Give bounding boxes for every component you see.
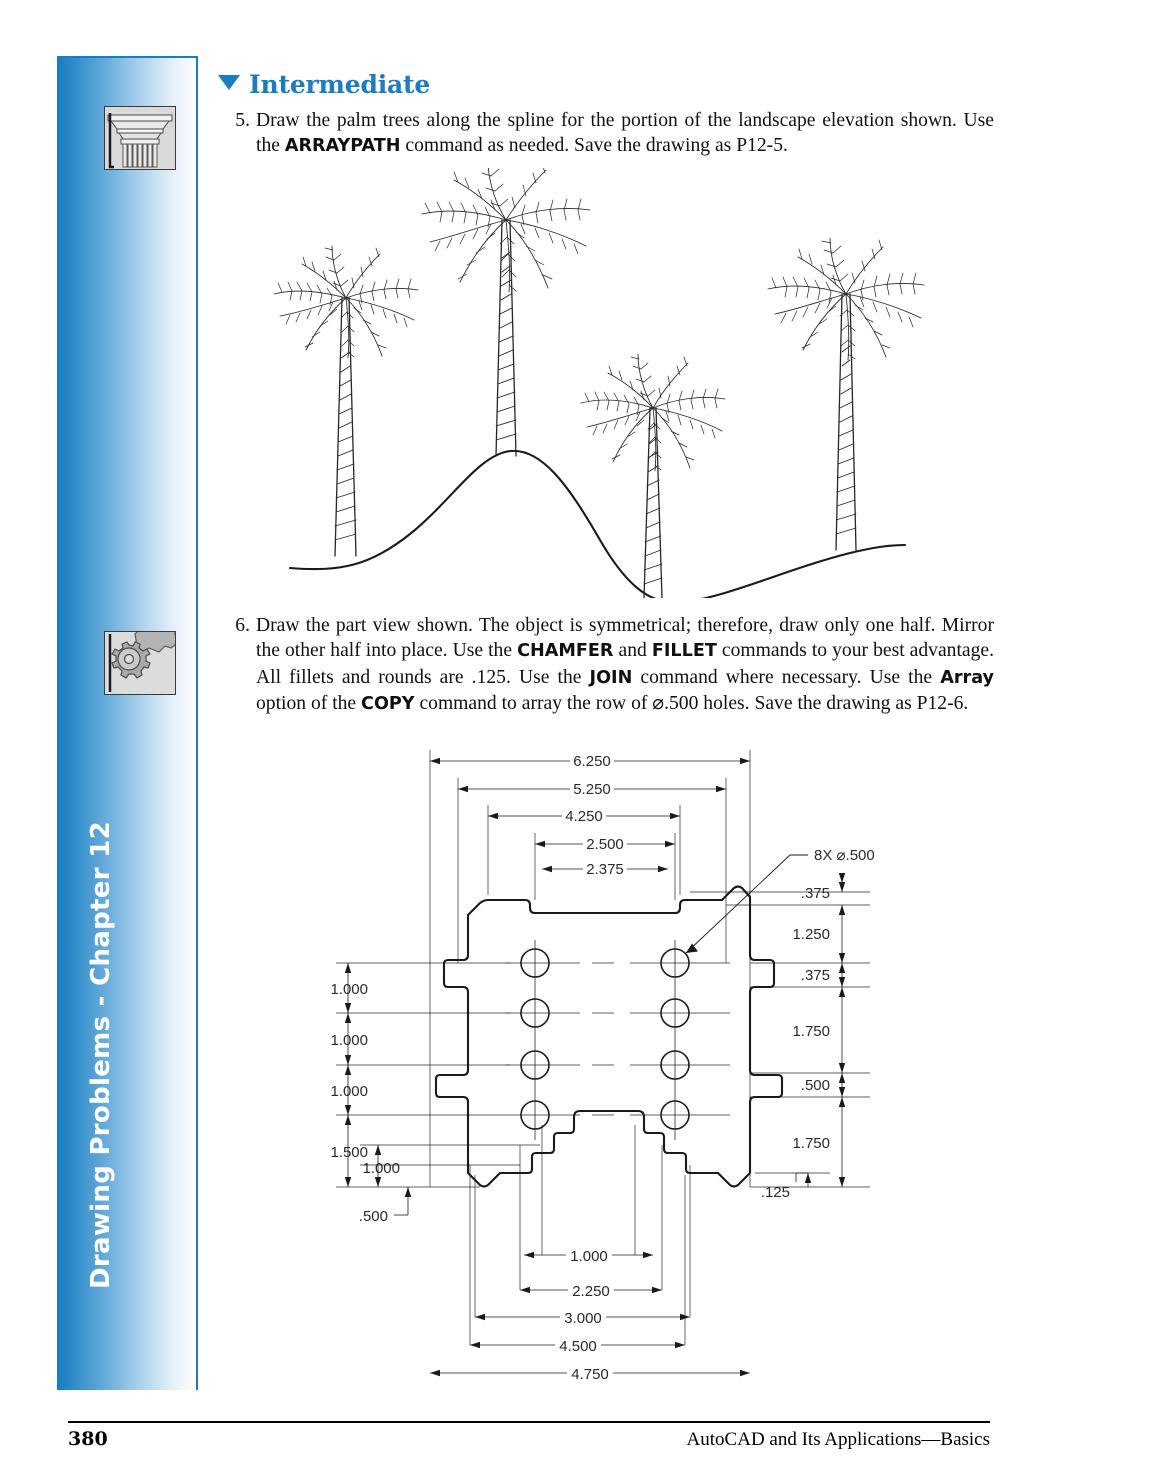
dim-6250: 6.250 [573, 753, 611, 770]
dim-r-375b: .375 [801, 967, 830, 984]
part-view-svg: 6.250 5.250 4.250 2.500 2.375 8X ⌀.500 .… [330, 750, 875, 1383]
problem-text: Draw the palm trees along the spline for… [256, 110, 994, 157]
dim-b-2250: 2.250 [572, 1283, 610, 1300]
palm-tree-3 [580, 353, 726, 599]
part-outline [434, 885, 784, 1188]
dim-r-375a: .375 [801, 885, 830, 902]
problem-number: 5. [235, 110, 250, 131]
dim-r-1250: 1.250 [792, 926, 830, 943]
dim-4250: 4.250 [565, 808, 603, 825]
part-view-figure: 6.250 5.250 4.250 2.500 2.375 8X ⌀.500 .… [330, 745, 910, 1395]
gears-icon [104, 631, 176, 695]
dim-r-500: .500 [801, 1077, 830, 1094]
chapter-sidebar: Drawing Problems - Chapter 12 [57, 56, 198, 1390]
hole-leader [685, 854, 808, 954]
problem-item-6: 6. Draw the part view shown. The object … [222, 613, 994, 718]
dim-l-1000c: 1.000 [330, 1083, 368, 1100]
book-title: AutoCAD and Its Applications—Basics [686, 1429, 990, 1450]
palm-tree-4 [767, 237, 925, 551]
dim-5250: 5.250 [573, 781, 611, 798]
palm-trees-figure [250, 159, 950, 604]
problem-text: Draw the part view shown. The object is … [256, 615, 995, 715]
problem-number: 6. [235, 615, 250, 636]
dim-r-125: .125 [761, 1184, 790, 1201]
triangle-down-icon [218, 75, 240, 90]
dimension-text-group: 6.250 5.250 4.250 2.500 2.375 8X ⌀.500 .… [330, 751, 875, 1383]
problem-item-5: 5. Draw the palm trees along the spline … [222, 108, 994, 160]
dim-l-1500: 1.500 [330, 1144, 368, 1161]
hole-pattern [520, 948, 690, 1130]
footer-divider [68, 1421, 990, 1423]
page-number: 380 [68, 1428, 108, 1450]
palm-tree-1 [273, 245, 419, 557]
dim-b-4750: 4.750 [571, 1366, 609, 1383]
hole-note: 8X ⌀.500 [814, 847, 875, 864]
dim-r-1750b: 1.750 [792, 1135, 830, 1152]
classical-column-icon [104, 106, 176, 170]
section-heading: Intermediate [218, 70, 430, 99]
palm-tree-2 [421, 159, 591, 457]
ground-spline [288, 449, 907, 604]
sidebar-chapter-label: Drawing Problems - Chapter 12 [86, 821, 116, 1289]
dim-b-4500: 4.500 [559, 1338, 597, 1355]
dim-l-1000d: 1.000 [362, 1160, 400, 1177]
dim-l-1000b: 1.000 [330, 1032, 368, 1049]
dim-2375: 2.375 [586, 861, 624, 878]
section-heading-label: Intermediate [249, 70, 431, 99]
dim-r-1750a: 1.750 [792, 1023, 830, 1040]
dim-l-1000a: 1.000 [330, 981, 368, 998]
dim-l-500: .500 [359, 1208, 388, 1225]
dim-2500: 2.500 [586, 836, 624, 853]
palm-trees-svg [273, 159, 925, 604]
dim-b-3000: 3.000 [564, 1310, 602, 1327]
dim-b-1000: 1.000 [570, 1248, 608, 1265]
